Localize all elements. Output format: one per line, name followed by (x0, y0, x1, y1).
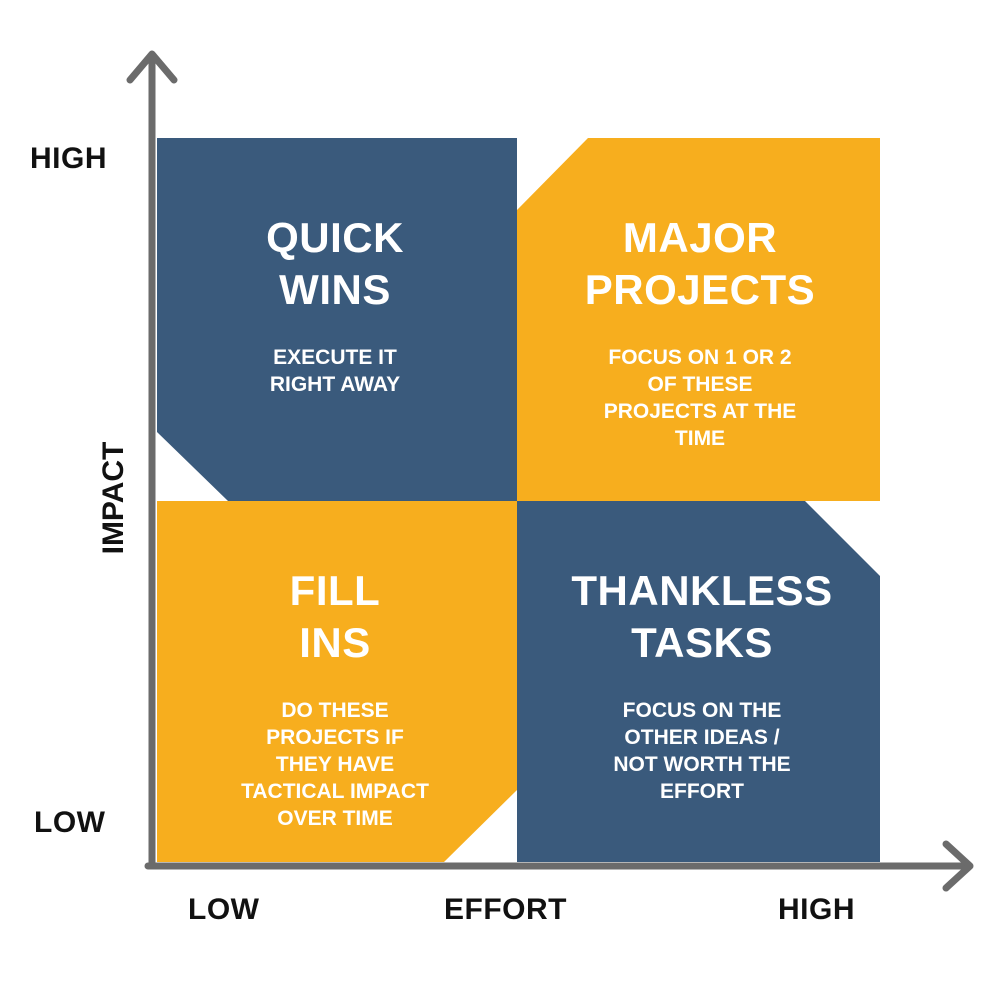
fill-ins-desc-line: TACTICAL IMPACT (241, 780, 429, 803)
thankless-tasks-title: THANKLESS TASKS (522, 565, 882, 669)
quick-wins-description: EXECUTE IT RIGHT AWAY (160, 344, 510, 398)
fill-ins-desc-line: DO THESE (281, 699, 389, 722)
x-axis-low-label: LOW (188, 893, 260, 926)
major-projects-desc-line: OF THESE (647, 373, 753, 396)
y-axis-low-label: LOW (34, 806, 106, 839)
thankless-tasks-title-line: TASKS (631, 619, 773, 666)
fill-ins-desc-line: THEY HAVE (275, 753, 395, 776)
x-axis-high-label: HIGH (778, 893, 855, 926)
fill-ins-quadrant: FILL INS DO THESE PROJECTS IF THEY HAVE … (160, 565, 510, 832)
thankless-tasks-desc-line: OTHER IDEAS / (624, 726, 780, 749)
thankless-tasks-desc-line: EFFORT (660, 780, 744, 803)
thankless-tasks-block (517, 501, 880, 862)
fill-ins-title-line: FILL (289, 567, 381, 614)
quick-wins-block (157, 138, 517, 501)
fill-ins-description: DO THESE PROJECTS IF THEY HAVE TACTICAL … (160, 697, 510, 832)
major-projects-desc-line: TIME (674, 427, 726, 450)
thankless-tasks-quadrant: THANKLESS TASKS FOCUS ON THE OTHER IDEAS… (522, 565, 882, 805)
thankless-tasks-desc-line: FOCUS ON THE (622, 699, 782, 722)
major-projects-title: MAJOR PROJECTS (525, 212, 875, 316)
major-projects-title-line: PROJECTS (584, 266, 816, 313)
fill-ins-desc-line: PROJECTS IF (266, 726, 404, 749)
major-projects-title-line: MAJOR (622, 214, 778, 261)
x-axis-title: EFFORT (444, 893, 567, 926)
thankless-tasks-title-line: THANKLESS (571, 567, 833, 614)
fill-ins-block (157, 501, 517, 862)
major-projects-description: FOCUS ON 1 OR 2 OF THESE PROJECTS AT THE… (525, 344, 875, 452)
major-projects-quadrant: MAJOR PROJECTS FOCUS ON 1 OR 2 OF THESE … (525, 212, 875, 452)
major-projects-desc-line: FOCUS ON 1 OR 2 (608, 346, 792, 369)
quick-wins-title: QUICK WINS (160, 212, 510, 316)
quick-wins-quadrant: QUICK WINS EXECUTE IT RIGHT AWAY (160, 212, 510, 398)
y-axis-arrowhead (126, 50, 178, 84)
fill-ins-title-line: INS (299, 619, 371, 666)
major-projects-block (517, 138, 880, 501)
quick-wins-desc-line: RIGHT AWAY (269, 373, 401, 396)
quick-wins-title-line: QUICK (266, 214, 404, 261)
quick-wins-title-line: WINS (279, 266, 391, 313)
fill-ins-desc-line: OVER TIME (277, 807, 393, 830)
y-axis-high-label: HIGH (30, 142, 107, 175)
thankless-tasks-desc-line: NOT WORTH THE (613, 753, 791, 776)
x-axis-arrowhead (942, 840, 974, 892)
fill-ins-title: FILL INS (160, 565, 510, 669)
major-projects-desc-line: PROJECTS AT THE (603, 400, 797, 423)
quick-wins-desc-line: EXECUTE IT (273, 346, 397, 369)
y-axis-title: IMPACT (97, 441, 130, 555)
thankless-tasks-description: FOCUS ON THE OTHER IDEAS / NOT WORTH THE… (522, 697, 882, 805)
